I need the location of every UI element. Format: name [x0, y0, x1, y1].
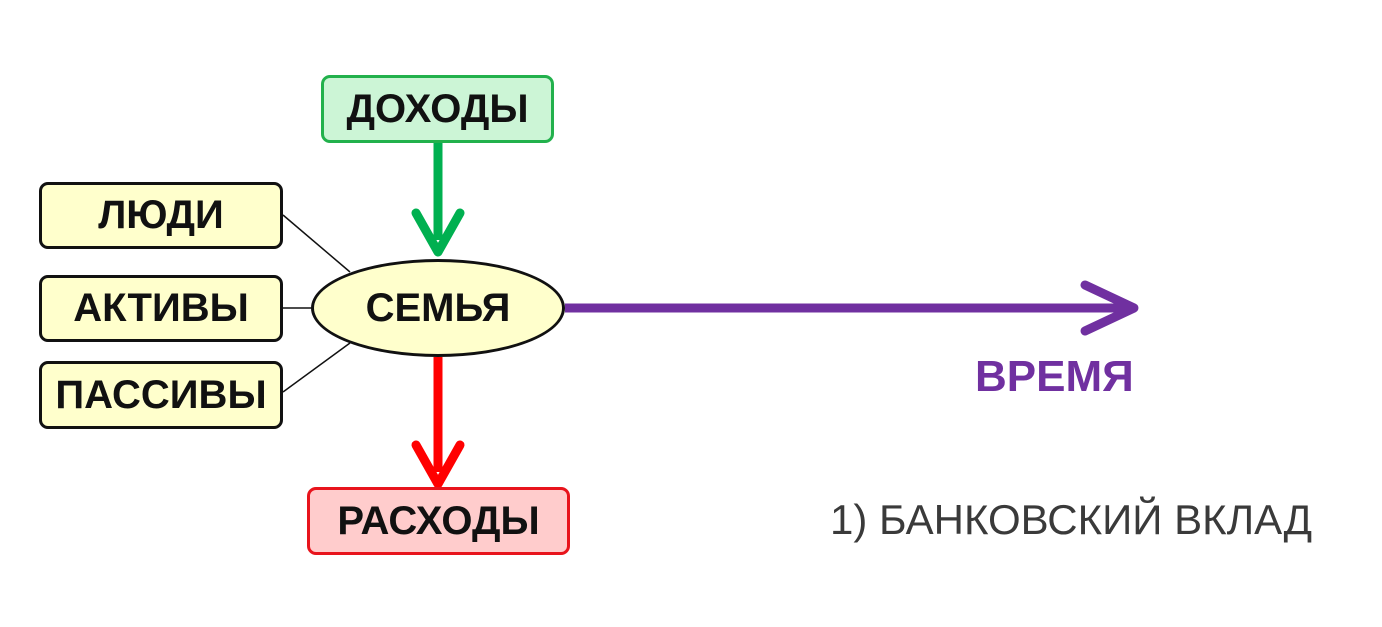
- time-arrow-head: [1080, 280, 1139, 336]
- income-box: ДОХОДЫ: [321, 75, 554, 143]
- people-box: ЛЮДИ: [39, 182, 283, 249]
- family-label: СЕМЬЯ: [365, 285, 511, 330]
- people-label: ЛЮДИ: [98, 193, 224, 237]
- liabilities-box: ПАССИВЫ: [39, 361, 283, 429]
- assets-box: АКТИВЫ: [39, 275, 283, 342]
- bank-deposit-note: 1) БАНКОВСКИЙ ВКЛАД: [830, 496, 1313, 543]
- income-label: ДОХОДЫ: [346, 86, 529, 131]
- expenses-arrow-head: [411, 440, 465, 489]
- income-arrow-head: [411, 208, 465, 257]
- expenses-box: РАСХОДЫ: [307, 487, 570, 555]
- assets-label: АКТИВЫ: [73, 286, 249, 330]
- people-connector: [282, 214, 351, 273]
- liabilities-connector: [282, 342, 351, 393]
- time-label: ВРЕМЯ: [975, 352, 1134, 401]
- liabilities-label: ПАССИВЫ: [55, 372, 267, 417]
- expenses-label: РАСХОДЫ: [337, 498, 540, 543]
- family-ellipse: СЕМЬЯ: [311, 259, 565, 357]
